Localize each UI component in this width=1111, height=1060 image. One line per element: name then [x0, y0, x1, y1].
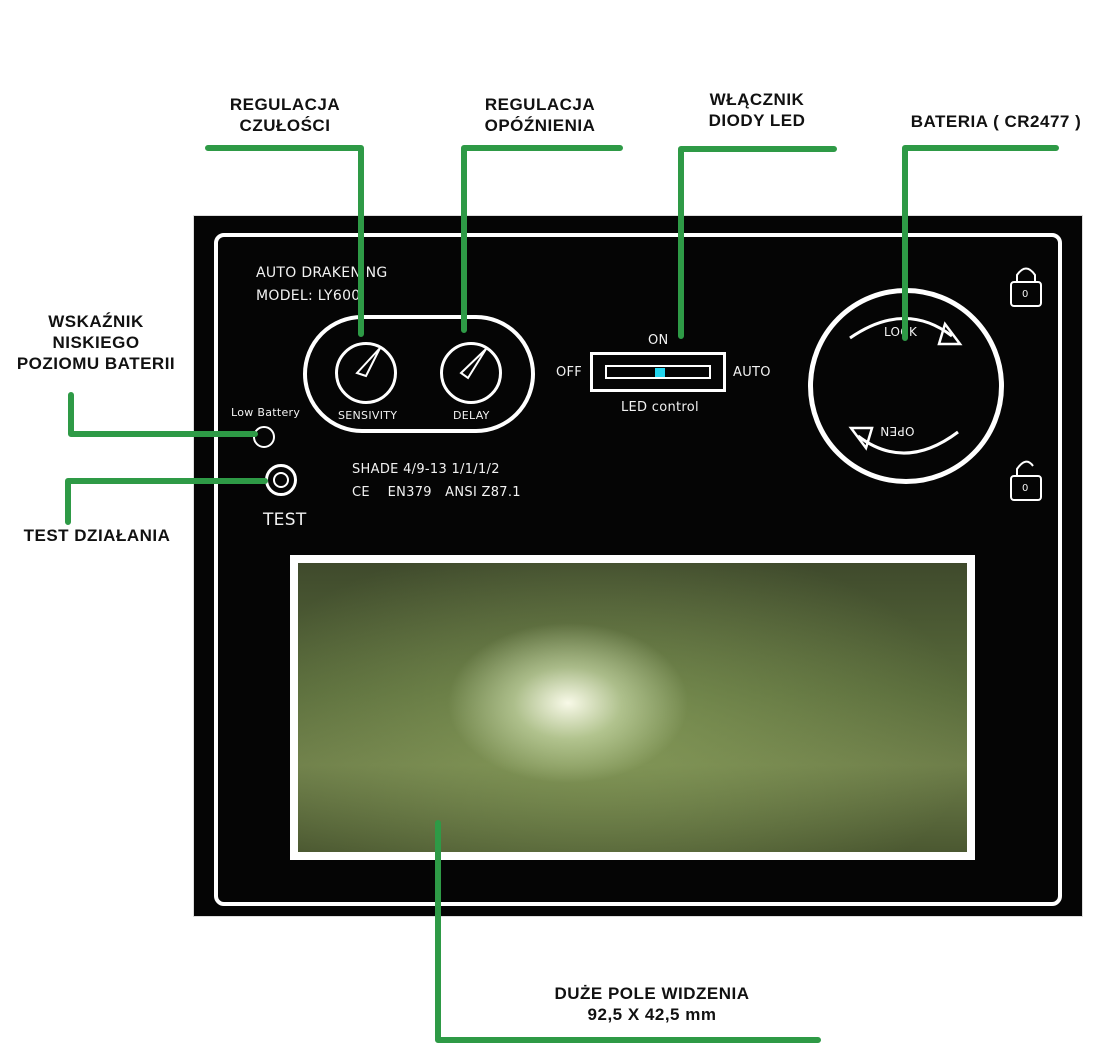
- delay-needle: [461, 349, 486, 378]
- lock-open-shackle: [1017, 462, 1033, 476]
- sensitivity-needle: [357, 348, 380, 376]
- arrow-clockwise-icon: [850, 318, 952, 338]
- lock-open-body: [1011, 476, 1041, 500]
- leader-delay: [464, 148, 620, 330]
- arrow-counterclockwise-icon: [858, 432, 958, 453]
- lock-closed-body: [1011, 282, 1041, 306]
- leader-low-battery: [71, 395, 255, 434]
- leader-battery: [905, 148, 1056, 338]
- leader-view-field: [438, 823, 818, 1040]
- lock-closed-shackle: [1017, 269, 1035, 283]
- leader-led: [681, 149, 834, 336]
- leader-test: [68, 481, 265, 522]
- leader-sensitivity: [208, 148, 361, 334]
- leader-lines: [68, 148, 1056, 1040]
